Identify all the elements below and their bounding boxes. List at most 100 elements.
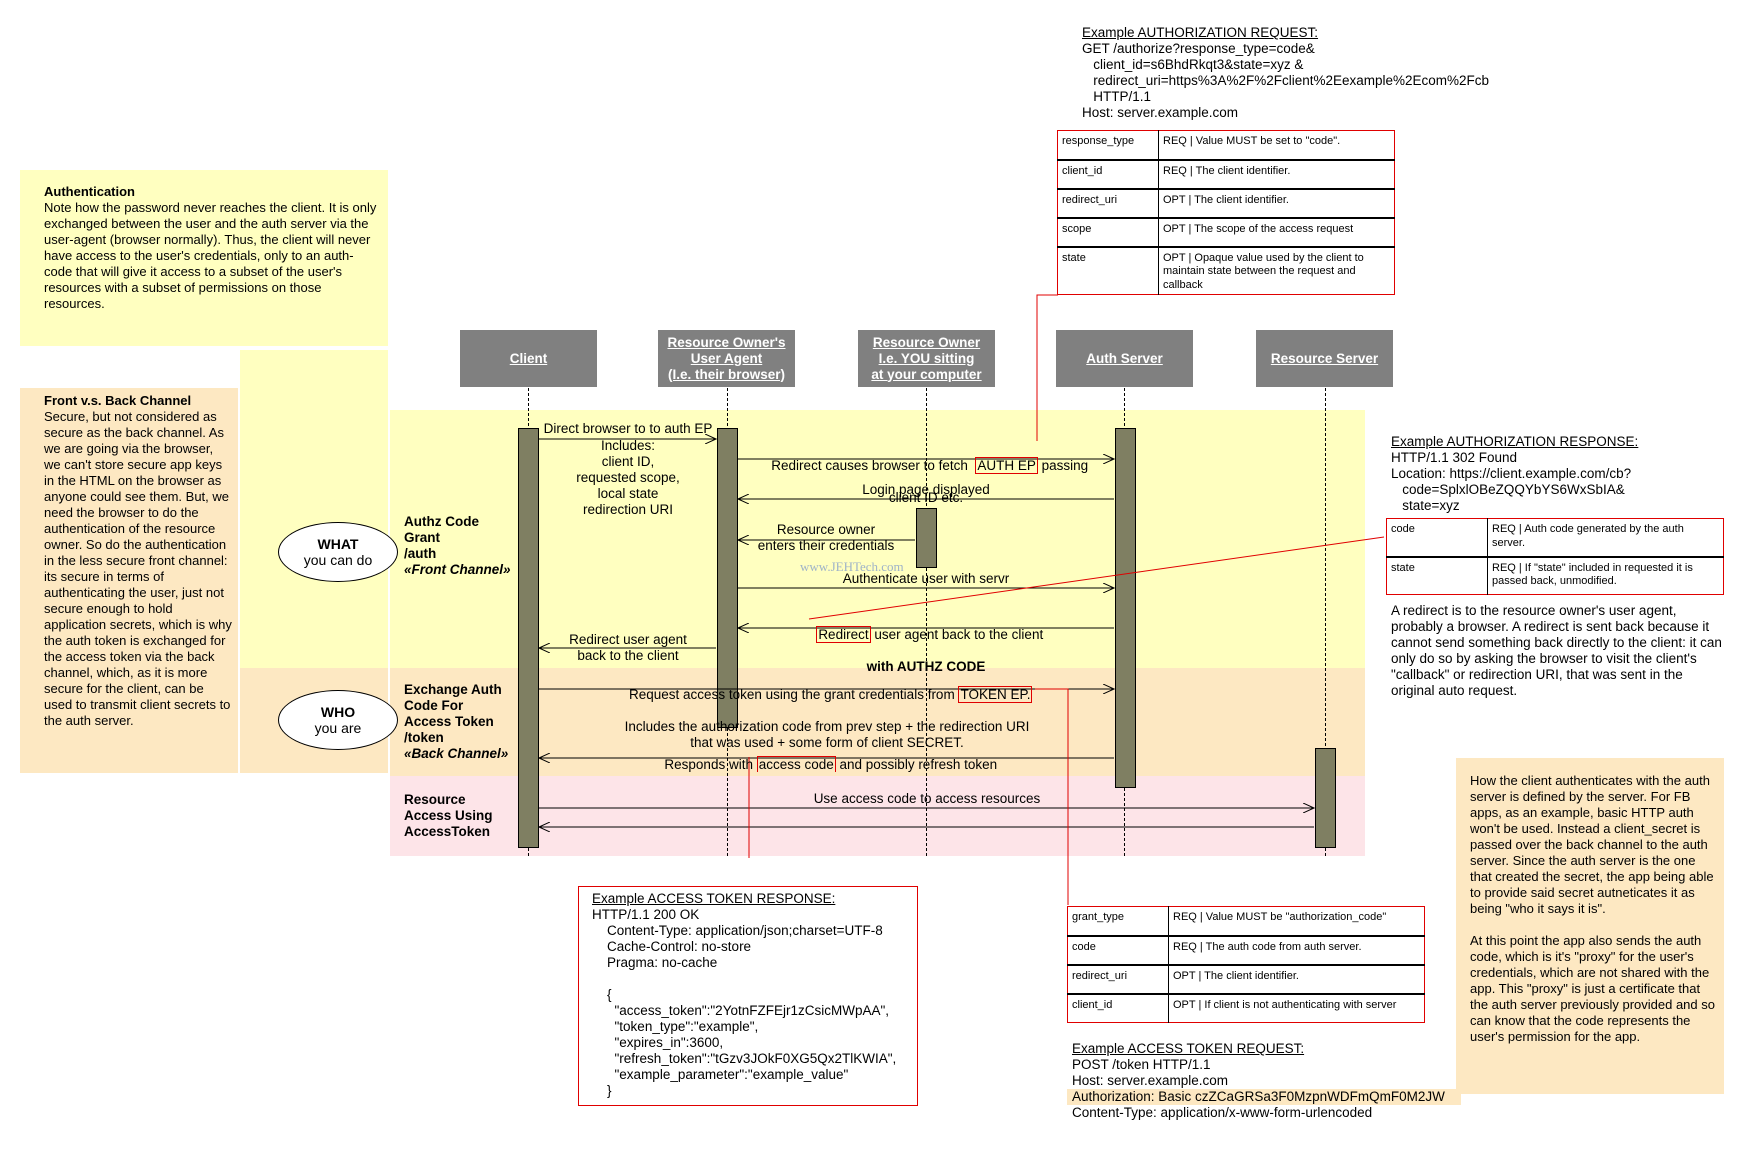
param-key: client_id bbox=[1057, 159, 1159, 190]
authentication-note bbox=[20, 170, 388, 346]
token-ep-highlight: TOKEN EP. bbox=[958, 686, 1033, 703]
callout-token-ep bbox=[1035, 688, 1069, 905]
channel-note-text: Front v.s. Back Channel Secure, but not … bbox=[44, 393, 232, 729]
back-band-label-line: Access Token bbox=[404, 714, 494, 729]
auth-response-block: Example AUTHORIZATION RESPONSE: HTTP/1.1… bbox=[1391, 434, 1731, 514]
token-response-line: "example_parameter":"example_value" bbox=[592, 1067, 849, 1082]
back-band-label-line: Code For bbox=[404, 698, 464, 713]
param-desc: OPT | Opaque value used by the client to… bbox=[1163, 251, 1364, 291]
token-request-title: Example ACCESS TOKEN REQUEST: bbox=[1072, 1041, 1305, 1056]
lane-resource-owner: Resource Owner I.e. YOU sitting at your … bbox=[858, 330, 995, 387]
param-desc: REQ | If "state" included in requested i… bbox=[1492, 561, 1693, 588]
lane-user-agent: Resource Owner's User Agent (I.e. their … bbox=[658, 330, 795, 387]
message-direct-browser-detail: Includes: client ID, requested scope, lo… bbox=[576, 438, 680, 517]
activation-resource-owner bbox=[916, 508, 937, 568]
param-key: grant_type bbox=[1067, 906, 1169, 937]
resource-band-label-line: Resource bbox=[404, 792, 466, 807]
message-redirect-user-agent: Redirect user agent back to the client w… bbox=[737, 611, 1115, 691]
resource-band-label-line: AccessToken bbox=[404, 824, 491, 839]
resource-access-band bbox=[390, 776, 1365, 856]
token-response-line: "refresh_token":"tGzv3JOkF0XG5Qx2TlKWIA"… bbox=[592, 1051, 897, 1066]
param-key: redirect_uri bbox=[1067, 964, 1169, 995]
callout-redirect bbox=[808, 536, 1385, 620]
message-redirect-auth-ep-line2: client ID etc. bbox=[888, 490, 964, 505]
token-response-line bbox=[592, 971, 912, 987]
message-responds-access-code: Responds with access code and possibly r… bbox=[540, 741, 1114, 773]
client-auth-note-text: How the client authenticates with the au… bbox=[1470, 773, 1716, 1045]
param-key: client_id bbox=[1067, 993, 1169, 1023]
lane-resource-server: Resource Server bbox=[1256, 330, 1393, 387]
token-response-block: Example ACCESS TOKEN RESPONSE: HTTP/1.1 … bbox=[592, 891, 912, 1099]
access-code-highlight: access code bbox=[756, 756, 836, 772]
param-key: response_type bbox=[1057, 130, 1159, 161]
auth-response-line: HTTP/1.1 302 Found bbox=[1391, 450, 1518, 465]
auth-response-line: code=SplxlOBeZQQYbYS6WxSbIA& bbox=[1391, 482, 1625, 497]
who-ellipse-subtitle: you are bbox=[314, 720, 362, 736]
callout-auth-ep bbox=[1036, 294, 1058, 441]
auth-response-line: state=xyz bbox=[1391, 498, 1460, 513]
table-row: response_type REQ | Value MUST be set to… bbox=[1057, 130, 1395, 161]
table-row: scope OPT | The scope of the access requ… bbox=[1057, 217, 1395, 248]
param-desc: REQ | Auth code generated by the auth se… bbox=[1487, 518, 1724, 558]
front-band-label-line: /auth bbox=[404, 546, 437, 561]
activation-client bbox=[518, 428, 539, 848]
back-channel-stereotype: «Back Channel» bbox=[404, 746, 509, 761]
param-key: state bbox=[1057, 246, 1159, 295]
auth-request-line: HTTP/1.1 bbox=[1082, 89, 1152, 104]
auth-request-line: GET /authorize?response_type=code& bbox=[1082, 41, 1315, 56]
back-band-label: Exchange Auth Code For Access Token /tok… bbox=[404, 682, 524, 762]
auth-request-line: redirect_uri=https%3A%2F%2Fclient%2Eexam… bbox=[1082, 73, 1490, 88]
activation-auth-server bbox=[1115, 428, 1136, 788]
message-redirect-auth-ep: Redirect causes browser to fetch AUTH EP… bbox=[737, 442, 1115, 522]
lane-resource-owner-label: Resource Owner I.e. YOU sitting at your … bbox=[871, 334, 982, 382]
token-response-line: HTTP/1.1 200 OK bbox=[592, 907, 700, 922]
back-band-label-line: Exchange Auth bbox=[404, 682, 502, 697]
back-band-label-line: /token bbox=[404, 730, 444, 745]
param-key: scope bbox=[1057, 217, 1159, 248]
message-direct-browser: Direct browser to to auth EP bbox=[543, 421, 713, 436]
auth-ep-highlight: AUTH EP bbox=[975, 457, 1038, 474]
category-column-what bbox=[240, 350, 388, 668]
message-responds-text: Responds with bbox=[664, 757, 757, 772]
token-response-title: Example ACCESS TOKEN RESPONSE: bbox=[592, 891, 836, 906]
channel-note bbox=[20, 388, 238, 773]
auth-request-line: client_id=s6BhdRkqt3&state=xyz & bbox=[1082, 57, 1304, 72]
param-key: redirect_uri bbox=[1057, 188, 1159, 219]
what-ellipse-title: WHAT bbox=[317, 536, 359, 552]
front-band-label: Authz Code Grant /auth «Front Channel» bbox=[404, 514, 524, 578]
token-response-line: "expires_in":3600, bbox=[592, 1035, 724, 1050]
param-desc: OPT | The client identifier. bbox=[1158, 188, 1395, 219]
token-response-line: "token_type":"example", bbox=[592, 1019, 759, 1034]
token-request-block: Example ACCESS TOKEN REQUEST: POST /toke… bbox=[1072, 1041, 1472, 1089]
param-key: code bbox=[1386, 518, 1488, 558]
param-desc: REQ | Value MUST be set to "code". bbox=[1158, 130, 1395, 161]
activation-resource-server bbox=[1315, 748, 1336, 848]
message-redirect-auth-ep-text: Redirect causes browser to fetch bbox=[771, 458, 976, 473]
message-authz-code: with AUTHZ CODE bbox=[866, 659, 986, 674]
auth-request-title: Example AUTHORIZATION REQUEST: bbox=[1082, 25, 1319, 40]
what-ellipse: WHAT you can do bbox=[278, 522, 398, 582]
message-authenticate-user: Authenticate user with servr bbox=[842, 571, 1010, 586]
param-key: state bbox=[1386, 556, 1488, 595]
auth-response-line: Location: https://client.example.com/cb? bbox=[1391, 466, 1632, 481]
param-key: code bbox=[1067, 935, 1169, 966]
table-row: code REQ | The auth code from auth serve… bbox=[1067, 935, 1425, 966]
front-band-label-line: Authz Code bbox=[404, 514, 479, 529]
who-ellipse-title: WHO bbox=[320, 704, 356, 720]
lane-resource-server-label: Resource Server bbox=[1270, 350, 1379, 366]
table-row: code REQ | Auth code generated by the au… bbox=[1386, 518, 1724, 558]
table-row: client_id OPT | If client is not authent… bbox=[1067, 993, 1425, 1023]
token-response-line: Pragma: no-cache bbox=[592, 955, 718, 970]
auth-response-params-table: code REQ | Auth code generated by the au… bbox=[1386, 518, 1724, 595]
table-row: state OPT | Opaque value used by the cli… bbox=[1057, 246, 1395, 295]
token-request-authorization: Authorization: Basic czZCaGRSa3F0MzpnWDF… bbox=[1067, 1089, 1461, 1105]
lifeline-resource-server bbox=[1325, 388, 1326, 856]
token-response-line: } bbox=[592, 1083, 612, 1098]
token-response-line: { bbox=[592, 987, 612, 1002]
resource-band-label-line: Access Using bbox=[404, 808, 493, 823]
param-desc: REQ | The client identifier. bbox=[1158, 159, 1395, 190]
what-ellipse-subtitle: you can do bbox=[303, 552, 373, 568]
message-login-page: Login page displayed bbox=[862, 482, 990, 497]
table-row: redirect_uri OPT | The client identifier… bbox=[1067, 964, 1425, 995]
param-desc: OPT | If client is not authenticating wi… bbox=[1173, 998, 1397, 1011]
